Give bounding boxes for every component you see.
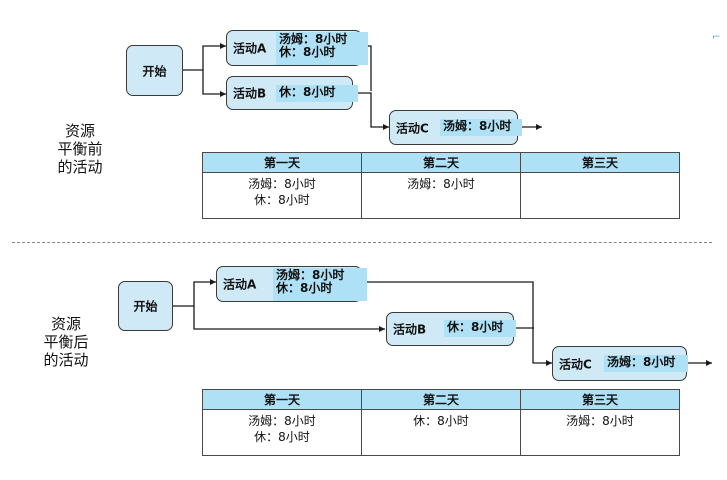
section-divider (12, 242, 712, 243)
activity-a-resources-after: 汤姆：8小时 休：8小时 (273, 268, 367, 301)
activity-c-resources-before: 汤姆：8小时 (440, 119, 522, 136)
edge-a-c-after (362, 281, 552, 366)
table-row: 汤姆：8小时 休：8小时 汤姆：8小时 (202, 172, 680, 219)
start-node-after: 开始 (118, 281, 173, 331)
header-day2: 第二天 (361, 152, 521, 173)
table-header-row: 第一天 第二天 第三天 (202, 152, 680, 173)
activity-c-resources-after: 汤姆：8小时 (604, 355, 688, 372)
activity-b-resources-after: 休：8小时 (444, 320, 516, 337)
edge-start-a-before (182, 43, 226, 71)
activity-a-resources-before: 汤姆：8小时 休：8小时 (276, 32, 368, 65)
side-label-after: 资源 平衡后 的活动 (43, 315, 89, 369)
edge-start-b-before (202, 70, 226, 97)
edge-start-a-after (172, 279, 216, 307)
start-node-before: 开始 (126, 45, 183, 96)
activity-b-resources-before: 休：8小时 (276, 85, 358, 102)
cell-day2: 休：8小时 (361, 409, 521, 456)
edge-b-c-before (352, 92, 389, 130)
table-header-row: 第一天 第二天 第三天 (202, 389, 680, 410)
cell-day3 (520, 172, 680, 219)
cell-day1: 汤姆：8小时 休：8小时 (202, 172, 362, 219)
cell-day1: 汤姆：8小时 休：8小时 (202, 409, 362, 456)
header-day1: 第一天 (202, 389, 362, 410)
side-label-before: 资源 平衡前 的活动 (57, 122, 103, 176)
corner-mark: ⌐ (712, 32, 721, 43)
header-day3: 第三天 (520, 389, 680, 410)
header-day2: 第二天 (361, 389, 521, 410)
header-day1: 第一天 (202, 152, 362, 173)
edge-start-b-after (193, 306, 385, 332)
activity-c-node-after: 活动C (552, 346, 687, 381)
cell-day3: 汤姆：8小时 (520, 409, 680, 456)
cell-day2: 汤姆：8小时 (361, 172, 521, 219)
header-day3: 第三天 (520, 152, 680, 173)
schedule-table-before: 第一天 第二天 第三天 汤姆：8小时 休：8小时 汤姆：8小时 (202, 152, 680, 219)
table-row: 汤姆：8小时 休：8小时 休：8小时 汤姆：8小时 (202, 409, 680, 456)
schedule-table-after: 第一天 第二天 第三天 汤姆：8小时 休：8小时 休：8小时 汤姆：8小时 (202, 389, 680, 456)
